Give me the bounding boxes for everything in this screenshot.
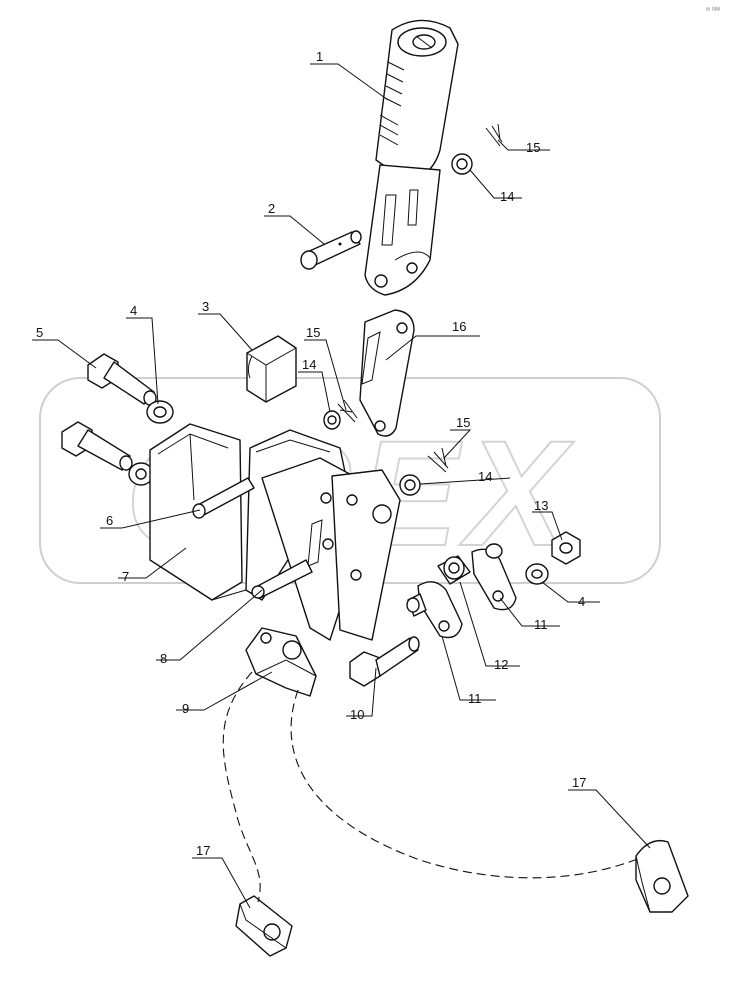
- callout-15-right: 15: [456, 415, 470, 430]
- callout-17-right: 17: [572, 775, 586, 790]
- callout-14-middle: 14: [302, 357, 316, 372]
- callout-9: 9: [182, 701, 189, 716]
- callout-labels: 1 2 3 4 4 5 6 7 8 9 10 11 11 12 13 14 14…: [36, 49, 586, 858]
- part-9-cable-clamp: [245, 627, 317, 697]
- callout-7: 7: [122, 569, 129, 584]
- part-2-pin: [300, 230, 362, 270]
- callout-17-left: 17: [196, 843, 210, 858]
- leader-lines: [32, 63, 651, 909]
- part-15-cotter-right: [427, 447, 449, 473]
- callout-11-lower: 11: [468, 691, 482, 706]
- part-15-cotter-middle: [337, 399, 358, 423]
- part-4-washer-right: [525, 563, 549, 585]
- callout-3: 3: [202, 299, 209, 314]
- part-13-nut: [551, 531, 581, 565]
- callout-14-top: 14: [500, 189, 514, 204]
- part-6-pin: [192, 477, 255, 519]
- callout-5: 5: [36, 325, 43, 340]
- part-1-lever: [364, 19, 459, 296]
- callout-16: 16: [452, 319, 466, 334]
- part-5-bolt-upper: [87, 353, 157, 406]
- callout-4-left: 4: [130, 303, 137, 318]
- part-14-washer-right: [399, 474, 421, 496]
- callout-13: 13: [534, 498, 548, 513]
- part-14-washer-middle: [323, 410, 341, 430]
- corner-mark: ᵃʳ ᵇᵇᵇ: [706, 7, 721, 14]
- callout-6: 6: [106, 513, 113, 528]
- part-3-clamp-block: [246, 335, 297, 403]
- part-12-bushing: [437, 555, 471, 585]
- part-17-cable-end-left: [235, 895, 293, 957]
- callout-8: 8: [160, 651, 167, 666]
- callout-4-right: 4: [578, 594, 585, 609]
- callout-11-upper: 11: [534, 617, 548, 632]
- part-14-washer-top: [451, 153, 473, 175]
- callout-2: 2: [268, 201, 275, 216]
- part-8-side-plates: [251, 457, 401, 641]
- part-16-bracket: [359, 309, 415, 437]
- part-17-cable-end-right: [635, 839, 689, 913]
- callout-15-top: 15: [526, 140, 540, 155]
- part-5-bolt-lower: [61, 421, 133, 471]
- callout-15-middle: 15: [306, 325, 320, 340]
- part-10-bolt: [349, 636, 420, 687]
- callout-1: 1: [316, 49, 323, 64]
- callout-14-right: 14: [478, 469, 492, 484]
- part-4-washer-left-upper: [146, 400, 174, 424]
- part-15-cotter-top: [485, 123, 503, 147]
- part-11-link-upper: [471, 543, 517, 611]
- callout-12: 12: [494, 657, 508, 672]
- callout-10: 10: [350, 707, 364, 722]
- control-cable: [222, 671, 641, 903]
- part-11-link-lower: [406, 581, 463, 639]
